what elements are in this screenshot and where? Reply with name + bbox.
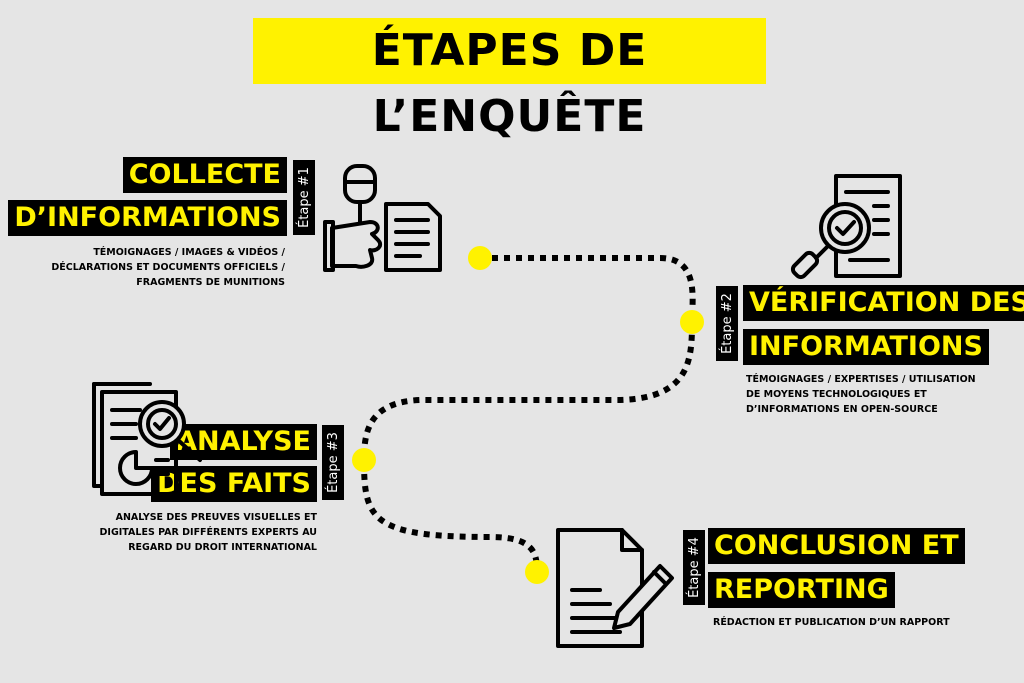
step-4-heading-line-2: REPORTING [708,572,895,608]
step-1-description: TÉMOIGNAGES / IMAGES & VIDÉOS / DÉCLARAT… [51,247,285,288]
step-3-description: ANALYSE DES PREUVES VISUELLES ET DIGITAL… [99,512,317,553]
step-1-heading-line-2: D’INFORMATIONS [8,200,287,236]
step-1-heading-line-1: COLLECTE [122,157,287,193]
step-2-heading-line-1: VÉRIFICATION DES [743,285,1024,321]
step-1-tag: Étape #1 [293,160,315,235]
step-4-dot [525,560,549,584]
step-2-dot [680,310,704,334]
step-4-heading-line-1: CONCLUSION ET [708,528,965,564]
step-4-description: RÉDACTION ET PUBLICATION D’UN RAPPORT [713,617,950,628]
page-title: ÉTAPES DE L’ENQUÊTE [253,18,766,142]
step-3-dot [352,448,376,472]
step-2-tag: Étape #2 [716,286,738,361]
step-3-heading-line-1: ANALYSE [170,424,317,460]
step-4-tag: Étape #4 [683,530,705,605]
step-3-tag: Étape #3 [322,425,344,500]
step-1-dot [468,246,492,270]
step-2-heading-line-2: INFORMATIONS [743,329,989,365]
step-3-heading-line-2: DES FAITS [151,466,317,502]
step-2-description: TÉMOIGNAGES / EXPERTISES / UTILISATION D… [746,374,976,415]
